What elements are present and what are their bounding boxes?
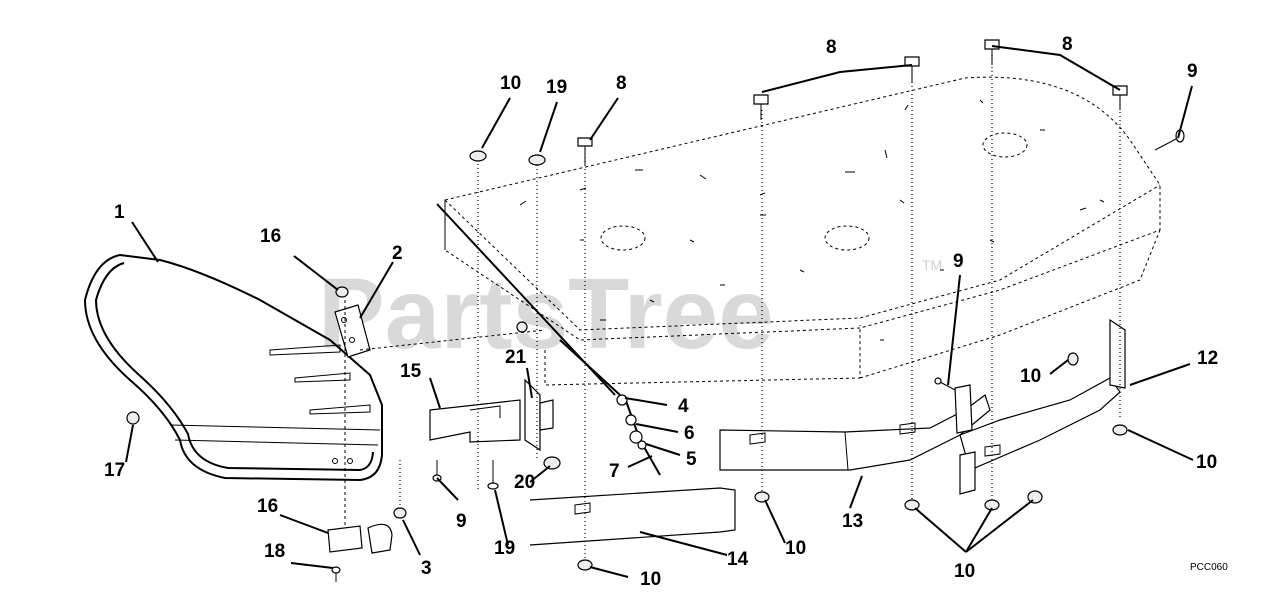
hardware-axes xyxy=(399,55,1121,570)
spindle-opening-center xyxy=(824,225,870,251)
callout-8-left: 8 xyxy=(616,73,627,94)
callout-18: 19 xyxy=(494,538,515,559)
callout-labels: 1 2 3 4 5 6 7 8 8 8 9 9 9 10 10 10 10 10… xyxy=(104,34,1218,590)
callout-10-bottom-center: 10 xyxy=(785,538,806,559)
callout-2: 2 xyxy=(392,243,403,264)
callout-11: 12 xyxy=(1197,348,1218,369)
rear-baffle xyxy=(529,318,1126,546)
callout-14: 15 xyxy=(400,361,422,382)
callout-8-center: 8 xyxy=(826,37,837,58)
callout-16-bottom: 17 xyxy=(104,460,125,481)
callout-19-top: 19 xyxy=(546,77,567,98)
callout-4: 4 xyxy=(678,396,689,417)
callout-7: 7 xyxy=(609,461,620,482)
callout-9-bottom: 9 xyxy=(456,511,467,532)
callout-6: 6 xyxy=(684,423,695,444)
callout-9-top: 9 xyxy=(1187,61,1198,82)
mower-deck-housing xyxy=(444,76,1161,386)
diagram-code: PCC060 xyxy=(1190,562,1228,573)
callout-16-top: 16 xyxy=(260,226,281,247)
callout-10-bottom-right: 10 xyxy=(954,561,975,582)
front-baffle xyxy=(83,253,383,482)
callout-10-far-right: 10 xyxy=(1196,452,1217,473)
callout-10-right: 10 xyxy=(1020,366,1041,387)
callout-8-right: 8 xyxy=(1062,34,1073,55)
callout-13: 14 xyxy=(727,549,749,570)
callout-19-bottom: 20 xyxy=(514,472,535,493)
callout-3: 3 xyxy=(421,558,432,579)
callout-9-middle: 9 xyxy=(953,251,964,272)
callout-1: 1 xyxy=(114,202,125,223)
side-bracket xyxy=(429,399,521,443)
callout-20: 21 xyxy=(505,347,527,368)
spindle-opening-right xyxy=(982,132,1028,158)
callout-10-top: 10 xyxy=(500,73,521,94)
watermark: PartsTree xyxy=(318,258,774,370)
fasteners xyxy=(126,39,1185,574)
leader-lines xyxy=(125,45,1194,578)
callout-17: 18 xyxy=(264,541,285,562)
callout-10-bottom-left: 10 xyxy=(640,569,661,590)
front-bracket xyxy=(334,300,546,540)
callout-5: 5 xyxy=(686,449,697,470)
watermark-trademark: TM xyxy=(922,257,942,273)
mounting-clip xyxy=(327,523,393,582)
callout-15: 16 xyxy=(257,496,278,517)
spindle-opening-left xyxy=(600,225,646,251)
callout-12: 13 xyxy=(842,511,863,532)
bracket-20 xyxy=(524,378,554,452)
